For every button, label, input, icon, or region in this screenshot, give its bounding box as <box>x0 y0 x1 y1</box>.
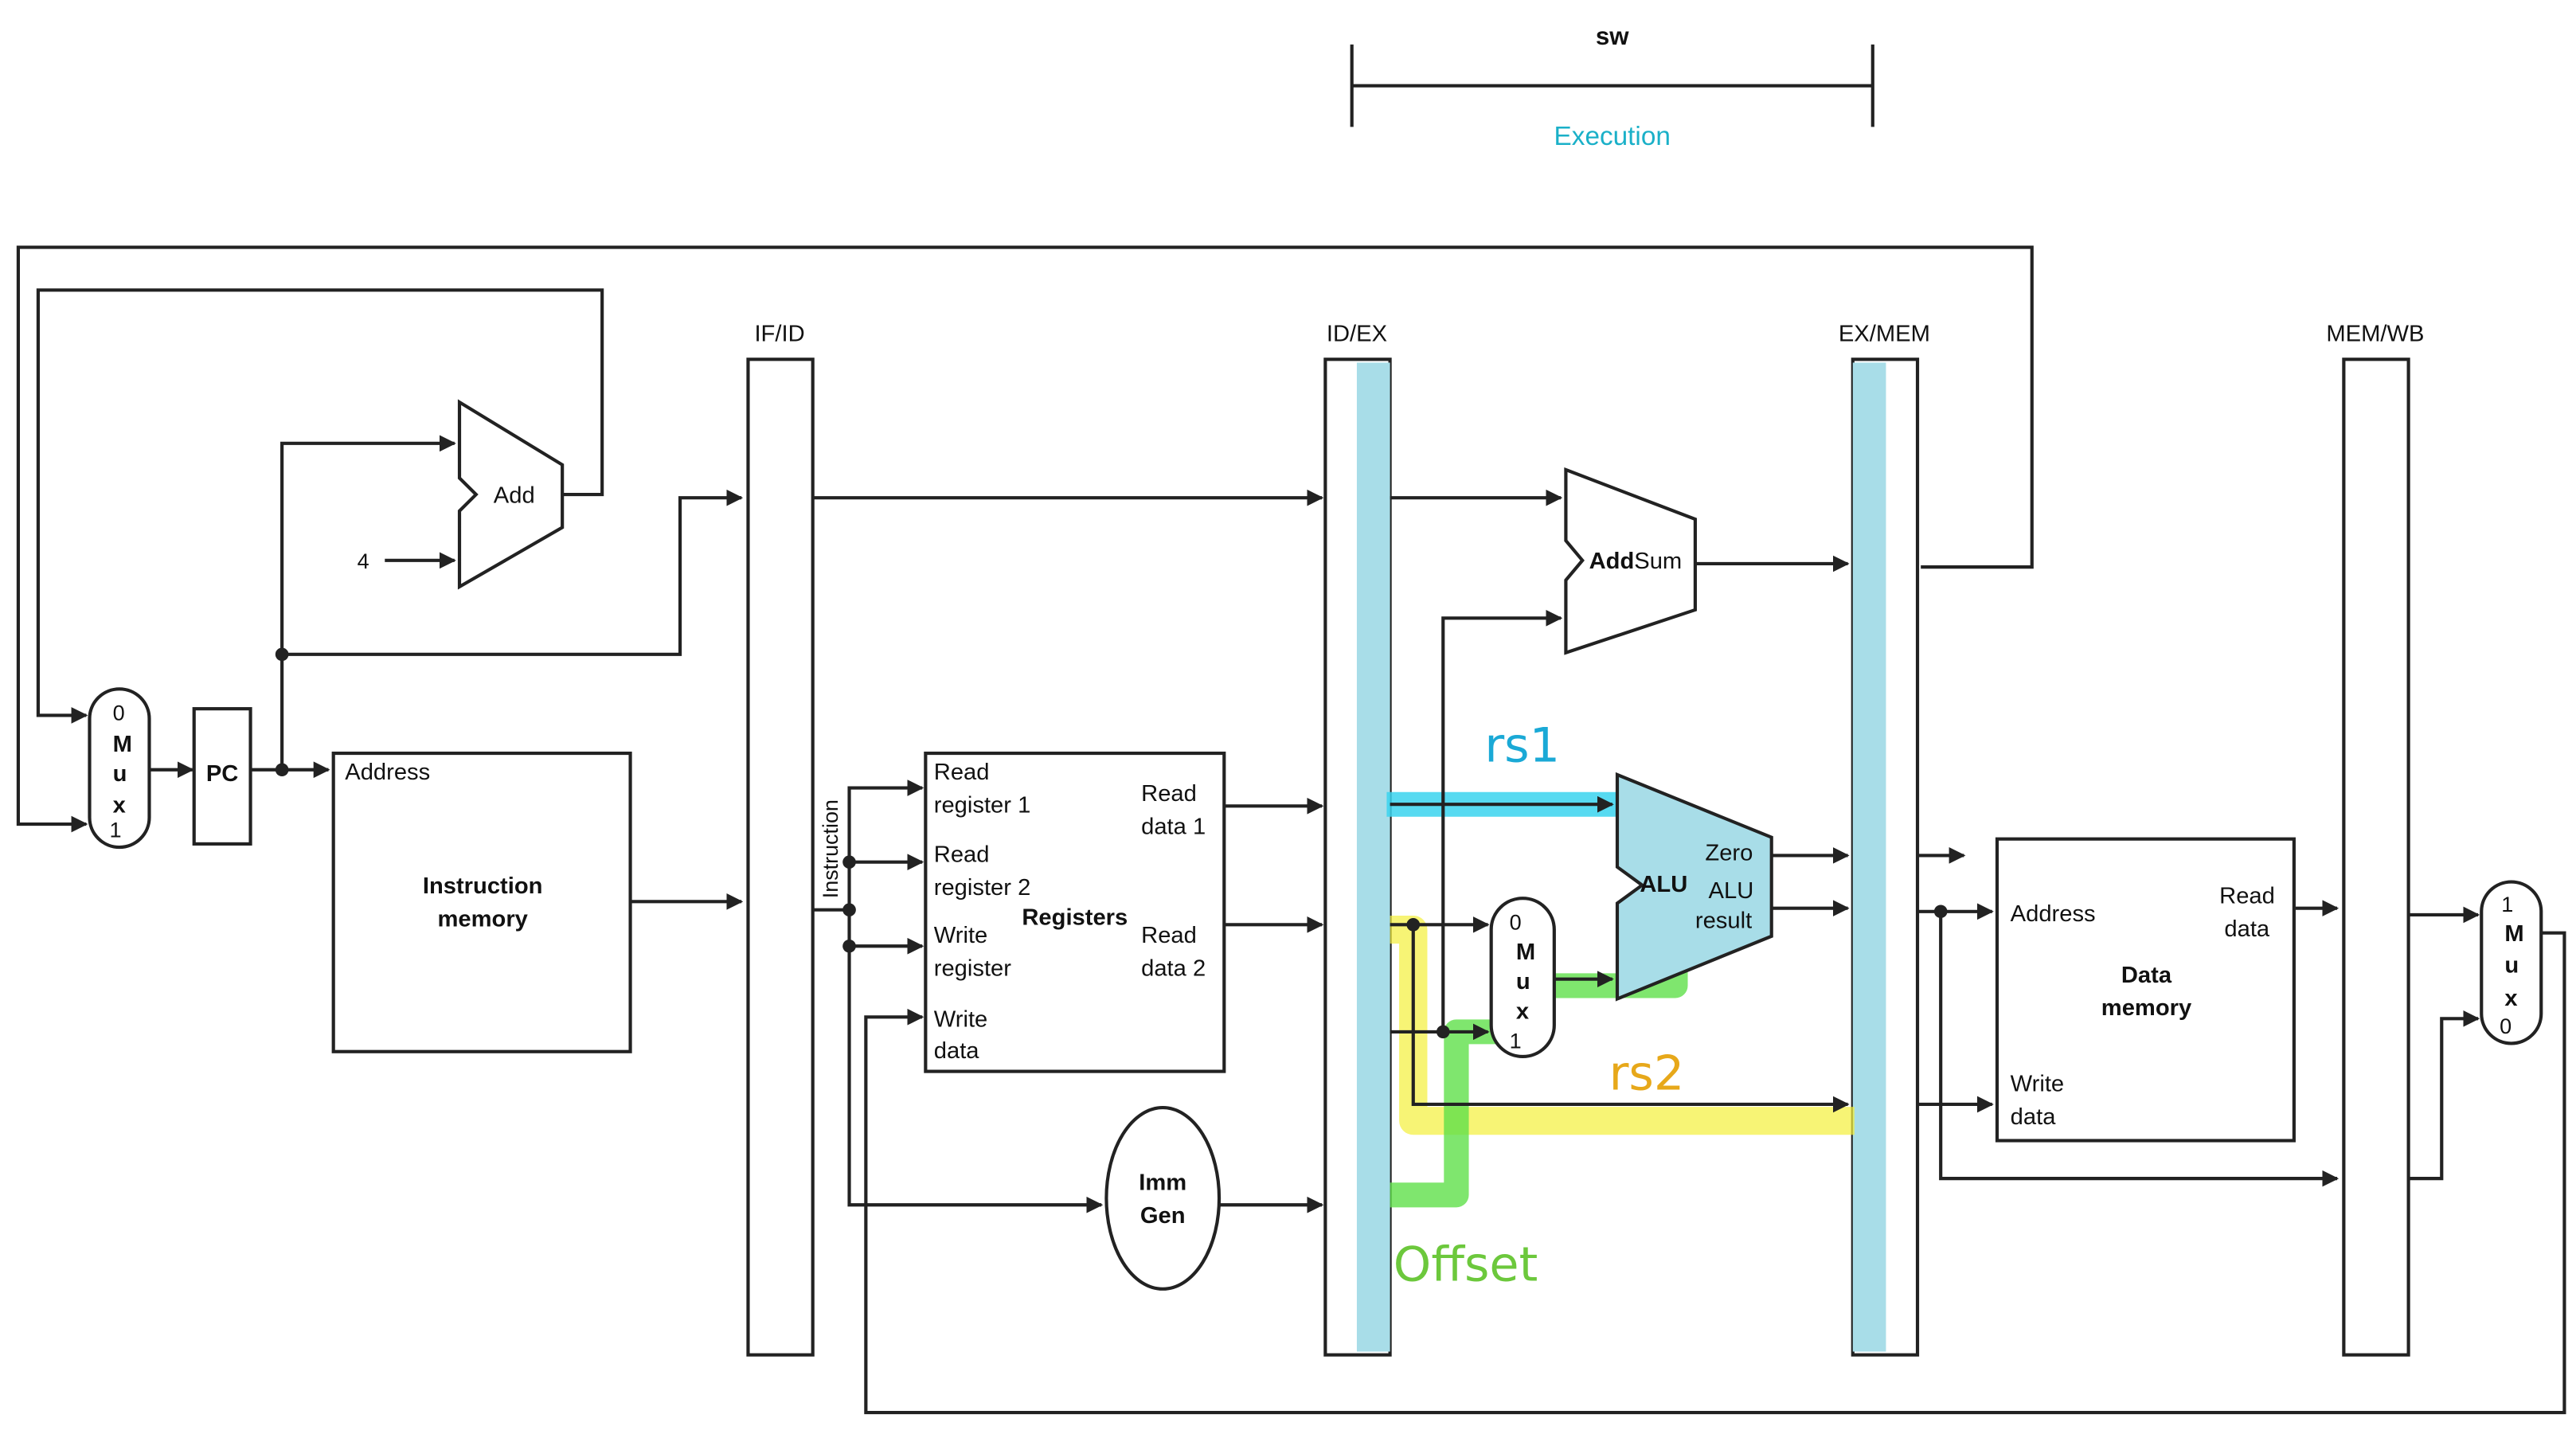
svg-text:0: 0 <box>113 701 125 725</box>
stage-marker: sw Execution <box>1350 22 1874 151</box>
annotation-offset: Offset <box>1394 1237 1538 1293</box>
svg-text:Read: Read <box>934 842 990 868</box>
branch-adder: AddSum <box>1564 467 1697 655</box>
pipeline-register-ex-mem: EX/MEM <box>1839 322 1930 1357</box>
annotation-rs1: rs1 <box>1484 718 1560 774</box>
pc-adder: Add <box>457 399 565 590</box>
svg-text:Gen: Gen <box>1140 1203 1186 1229</box>
svg-text:Write: Write <box>2011 1071 2064 1096</box>
svg-text:result: result <box>1695 908 1752 934</box>
svg-text:M: M <box>113 732 132 757</box>
pc-mux: 0 M u x 1 <box>88 687 151 850</box>
svg-text:ID/EX: ID/EX <box>1327 322 1387 347</box>
svg-text:Data: Data <box>2121 963 2172 988</box>
pipeline-register-id-ex: ID/EX <box>1323 322 1392 1357</box>
svg-text:data 2: data 2 <box>1141 956 1206 982</box>
svg-text:IF/ID: IF/ID <box>754 322 804 347</box>
svg-text:1: 1 <box>109 819 121 842</box>
svg-text:Write: Write <box>934 923 987 948</box>
writeback-mux: 1 M u x 0 <box>2480 880 2543 1045</box>
program-counter: PC <box>192 707 252 846</box>
svg-text:Instruction: Instruction <box>423 873 543 899</box>
svg-text:u: u <box>1516 969 1530 994</box>
alu: ALU Zero ALU result <box>1615 772 1773 1002</box>
svg-text:register 2: register 2 <box>934 875 1031 901</box>
svg-text:Address: Address <box>345 760 430 785</box>
svg-text:Imm: Imm <box>1139 1170 1186 1196</box>
svg-text:EX/MEM: EX/MEM <box>1839 322 1930 347</box>
svg-text:Read: Read <box>934 760 990 785</box>
svg-text:data 1: data 1 <box>1141 815 1206 840</box>
feedback-wires <box>16 245 2566 1415</box>
svg-text:register 1: register 1 <box>934 793 1031 819</box>
svg-text:data: data <box>934 1038 980 1064</box>
svg-text:u: u <box>113 761 127 787</box>
svg-text:x: x <box>2504 986 2517 1011</box>
constant-four: 4 <box>358 549 369 573</box>
svg-text:Read: Read <box>1141 923 1197 948</box>
svg-text:data: data <box>2224 916 2270 942</box>
pipeline-register-mem-wb: MEM/WB <box>2326 322 2424 1357</box>
instruction-memory: Address Instruction memory <box>331 751 632 1053</box>
pipeline-register-if-id: IF/ID <box>746 322 815 1357</box>
svg-text:Read: Read <box>2219 884 2275 909</box>
svg-text:x: x <box>1516 998 1529 1024</box>
svg-text:Zero: Zero <box>1705 841 1753 866</box>
svg-text:1: 1 <box>1510 1030 1522 1053</box>
stage-label: Execution <box>1554 122 1671 151</box>
svg-text:MEM/WB: MEM/WB <box>2326 322 2424 347</box>
svg-text:Write: Write <box>934 1007 987 1033</box>
svg-text:Registers: Registers <box>1022 905 1128 930</box>
instruction-label: sw <box>1596 22 1629 50</box>
svg-text:ALU: ALU <box>1640 872 1687 897</box>
svg-text:Add: Add <box>494 483 535 508</box>
svg-text:M: M <box>2504 921 2523 947</box>
svg-text:Read: Read <box>1141 781 1197 807</box>
svg-text:u: u <box>2504 952 2519 978</box>
pc-label: PC <box>206 761 239 787</box>
svg-text:memory: memory <box>437 906 527 932</box>
alu-source-mux: 0 M u x 1 <box>1489 897 1556 1059</box>
svg-text:ALU: ALU <box>1709 878 1754 904</box>
svg-text:0: 0 <box>2500 1014 2512 1038</box>
annotation-rs2: rs2 <box>1609 1046 1685 1102</box>
svg-text:memory: memory <box>2101 995 2191 1021</box>
svg-text:0: 0 <box>1510 911 1522 935</box>
highlight-rs1-path <box>1386 791 1655 841</box>
immediate-generator: Imm Gen <box>1104 1106 1222 1291</box>
svg-text:1: 1 <box>2501 893 2513 916</box>
svg-text:register: register <box>934 956 1012 982</box>
instruction-bus-label: Instruction <box>819 799 842 898</box>
register-file: Read register 1 Read register 2 Write re… <box>924 751 1226 1073</box>
svg-text:M: M <box>1516 940 1535 965</box>
svg-text:AddSum: AddSum <box>1589 549 1683 574</box>
svg-text:x: x <box>113 793 126 819</box>
data-memory: Address Read data Data memory Write data <box>1995 837 2296 1143</box>
svg-text:Address: Address <box>2011 901 2096 927</box>
svg-text:data: data <box>2011 1104 2057 1130</box>
